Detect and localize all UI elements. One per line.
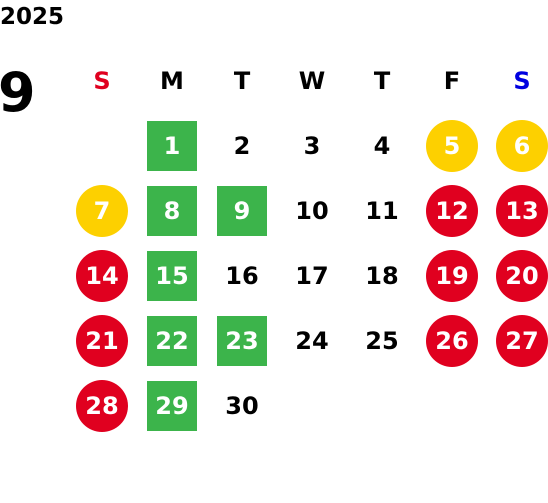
day-badge-green: 29 xyxy=(147,380,197,431)
weekday-header-saturday: S xyxy=(513,66,531,95)
day-cell-12[interactable]: 12 xyxy=(417,178,487,243)
day-cell-11[interactable]: 11 xyxy=(347,178,417,243)
weekday-header-wednesday: W xyxy=(298,66,326,95)
day-badge-red: 26 xyxy=(426,314,478,367)
day-number: 10 xyxy=(295,196,329,225)
day-number: 21 xyxy=(85,326,119,355)
day-cell-18[interactable]: 18 xyxy=(347,243,417,308)
day-number: 25 xyxy=(365,326,399,355)
day-cell-8[interactable]: 8 xyxy=(137,178,207,243)
day-number: 28 xyxy=(85,391,119,420)
day-number: 20 xyxy=(505,261,539,290)
day-cell-23[interactable]: 23 xyxy=(207,308,277,373)
day-cell-29[interactable]: 29 xyxy=(137,373,207,438)
day-number: 24 xyxy=(295,326,329,355)
calendar-year: 2025 xyxy=(0,4,65,30)
weekday-header-friday: F xyxy=(443,66,461,95)
day-number: 7 xyxy=(93,196,111,225)
day-cell-7[interactable]: 7 xyxy=(67,178,137,243)
day-number: 27 xyxy=(505,326,539,355)
day-badge-red: 19 xyxy=(426,249,478,302)
day-badge-yellow: 6 xyxy=(496,119,548,172)
day-cell-10[interactable]: 10 xyxy=(277,178,347,243)
day-number: 8 xyxy=(163,196,181,225)
day-number: 29 xyxy=(155,391,189,420)
day-cell-25[interactable]: 25 xyxy=(347,308,417,373)
day-number: 5 xyxy=(443,131,461,160)
day-cell-2[interactable]: 2 xyxy=(207,113,277,178)
weekday-header-monday: M xyxy=(160,66,184,95)
day-number: 18 xyxy=(365,261,399,290)
day-number: 14 xyxy=(85,261,119,290)
day-number: 13 xyxy=(505,196,539,225)
day-badge-red: 21 xyxy=(76,314,128,367)
weekday-header-thursday: T xyxy=(373,66,391,95)
day-number: 11 xyxy=(365,196,399,225)
day-cell-15[interactable]: 15 xyxy=(137,243,207,308)
day-badge-red: 20 xyxy=(496,249,548,302)
day-cell-19[interactable]: 19 xyxy=(417,243,487,308)
weekday-header-sunday: S xyxy=(93,66,111,95)
day-cell-14[interactable]: 14 xyxy=(67,243,137,308)
day-badge-green: 9 xyxy=(217,185,267,236)
day-cell-4[interactable]: 4 xyxy=(347,113,417,178)
day-number: 19 xyxy=(435,261,469,290)
day-badge-red: 14 xyxy=(76,249,128,302)
day-cell-28[interactable]: 28 xyxy=(67,373,137,438)
day-badge-green: 15 xyxy=(147,250,197,301)
day-number: 23 xyxy=(225,326,259,355)
day-number: 4 xyxy=(373,131,391,160)
day-cell-26[interactable]: 26 xyxy=(417,308,487,373)
day-number: 15 xyxy=(155,261,189,290)
day-cell-20[interactable]: 20 xyxy=(487,243,548,308)
day-badge-red: 27 xyxy=(496,314,548,367)
empty-day-cell xyxy=(67,113,137,178)
day-cell-13[interactable]: 13 xyxy=(487,178,548,243)
day-badge-green: 1 xyxy=(147,120,197,171)
day-number: 6 xyxy=(513,131,531,160)
day-cell-6[interactable]: 6 xyxy=(487,113,548,178)
day-number: 30 xyxy=(225,391,259,420)
day-cell-16[interactable]: 16 xyxy=(207,243,277,308)
day-number: 16 xyxy=(225,261,259,290)
day-number: 2 xyxy=(233,131,251,160)
day-cell-1[interactable]: 1 xyxy=(137,113,207,178)
calendar-month: 9 xyxy=(0,61,36,124)
day-number: 12 xyxy=(435,196,469,225)
day-cell-9[interactable]: 9 xyxy=(207,178,277,243)
day-badge-green: 23 xyxy=(217,315,267,366)
day-cell-21[interactable]: 21 xyxy=(67,308,137,373)
day-badge-red: 13 xyxy=(496,184,548,237)
weekday-header-tuesday: T xyxy=(233,66,251,95)
day-badge-yellow: 5 xyxy=(426,119,478,172)
day-cell-24[interactable]: 24 xyxy=(277,308,347,373)
day-badge-green: 8 xyxy=(147,185,197,236)
day-cell-30[interactable]: 30 xyxy=(207,373,277,438)
day-cell-22[interactable]: 22 xyxy=(137,308,207,373)
day-number: 17 xyxy=(295,261,329,290)
day-badge-green: 22 xyxy=(147,315,197,366)
day-number: 9 xyxy=(233,196,251,225)
day-cell-27[interactable]: 27 xyxy=(487,308,548,373)
day-cell-5[interactable]: 5 xyxy=(417,113,487,178)
day-number: 3 xyxy=(303,131,321,160)
day-number: 22 xyxy=(155,326,189,355)
day-cell-3[interactable]: 3 xyxy=(277,113,347,178)
day-badge-yellow: 7 xyxy=(76,184,128,237)
day-cell-17[interactable]: 17 xyxy=(277,243,347,308)
day-number: 26 xyxy=(435,326,469,355)
day-badge-red: 28 xyxy=(76,379,128,432)
day-number: 1 xyxy=(163,131,181,160)
day-badge-red: 12 xyxy=(426,184,478,237)
